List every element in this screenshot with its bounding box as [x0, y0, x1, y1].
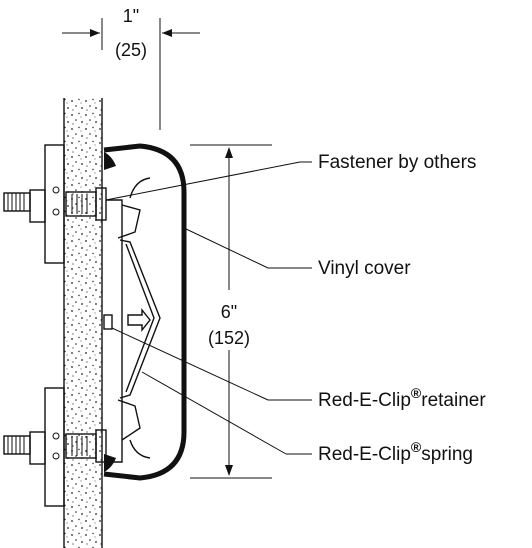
leader-retainer [111, 327, 269, 401]
height-inches-label: 6" [221, 302, 237, 322]
retainer-label: Red-E-Clip®retainer [318, 385, 486, 411]
spring-label: Red-E-Clip®spring [318, 439, 473, 465]
fastener-label: Fastener by others [318, 152, 476, 173]
vinyl-cover-label: Vinyl cover [318, 258, 411, 279]
upper-threaded-rod [3, 192, 31, 212]
wall-section [63, 98, 103, 548]
vinyl-cover [103, 143, 187, 481]
height-dimension: 6" (152) [190, 144, 272, 479]
height-mm-label: (152) [208, 328, 250, 348]
leader-vinyl-cover [183, 227, 269, 269]
thickness-inches-label: 1" [123, 6, 139, 26]
upper-mounting-assembly [3, 144, 107, 264]
lower-mounting-assembly [3, 387, 107, 507]
clip-spring [117, 177, 161, 459]
leader-fastener [105, 161, 301, 201]
thickness-dimension: 1" (25) [62, 6, 200, 130]
lower-threaded-rod [3, 435, 31, 455]
leader-lines [105, 161, 312, 455]
thickness-mm-label: (25) [115, 40, 147, 60]
leader-spring [141, 371, 287, 455]
